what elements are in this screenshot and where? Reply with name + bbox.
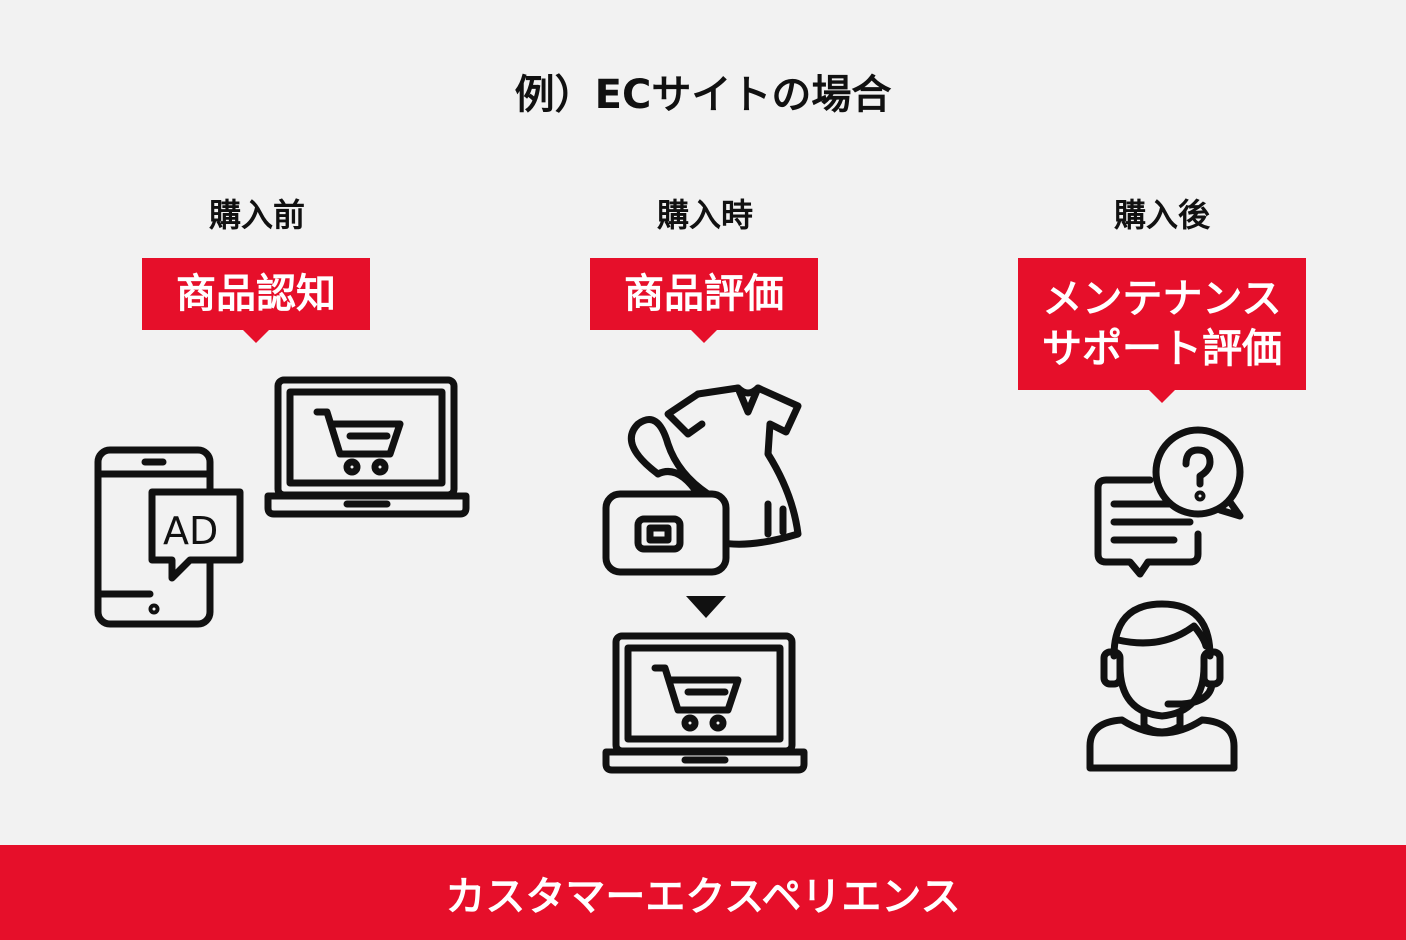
chat-question-icon: [1094, 426, 1244, 578]
diagram-title: 例）ECサイトの場合: [514, 72, 892, 118]
phase-before-purchase: 購入前: [208, 196, 305, 234]
ad-text: AD: [163, 509, 218, 553]
laptop-cart-icon: [602, 632, 808, 774]
label-line-2: サポート評価: [1042, 326, 1282, 372]
phase-during-purchase: 購入時: [656, 196, 753, 234]
smartphone-ad-icon: AD: [94, 446, 244, 628]
arrow-down-icon: [686, 596, 726, 618]
phase-after-purchase: 購入後: [1113, 196, 1210, 234]
support-agent-icon: [1086, 600, 1238, 772]
dress-bag-icon: [602, 384, 802, 576]
label-maintenance-support: メンテナンス サポート評価: [1018, 258, 1306, 403]
laptop-cart-icon: [264, 376, 470, 518]
label-product-evaluation: 商品評価: [590, 258, 818, 343]
label-product-awareness: 商品認知: [142, 258, 370, 343]
footer-customer-experience: カスタマーエクスペリエンス: [0, 845, 1406, 940]
label-line-1: メンテナンス: [1042, 276, 1282, 322]
